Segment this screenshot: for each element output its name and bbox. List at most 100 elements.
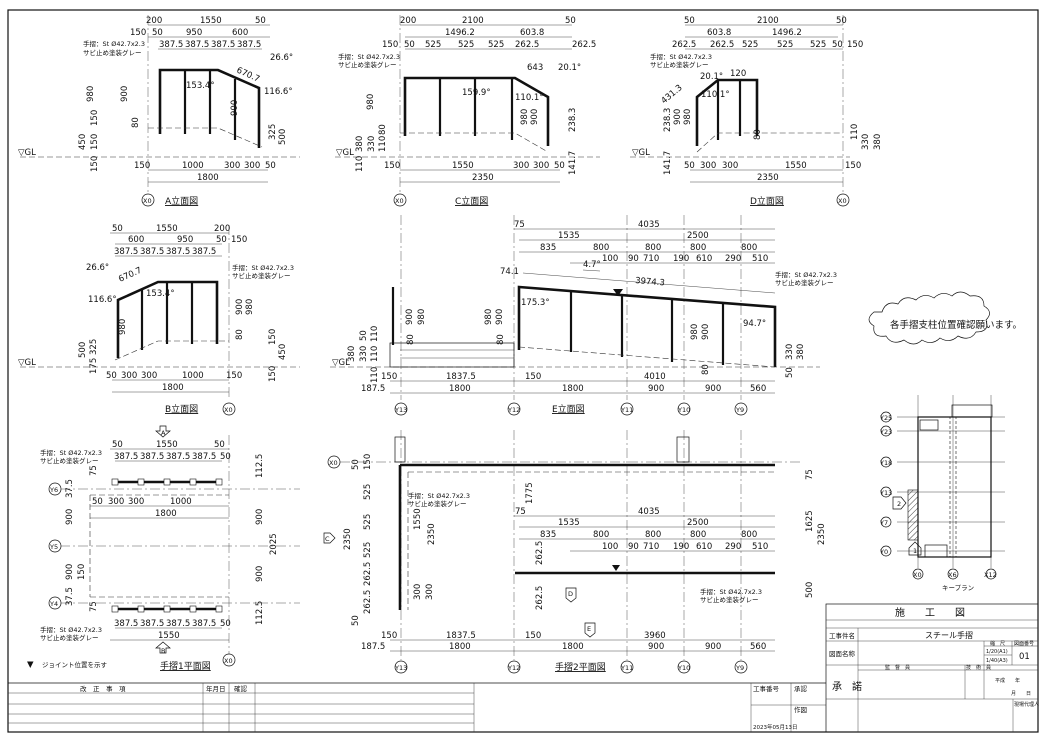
dim-text: 900 (65, 509, 75, 525)
dim-text: 300 (108, 497, 124, 507)
dim-text: 50 (214, 440, 225, 450)
plan1: A 50 1550 50 387.5 387.5 387.5 387.5 50 … (40, 425, 300, 672)
view-title: C立面図 (455, 195, 488, 207)
dim-text: 525 (742, 40, 758, 50)
grid-label: X6 (948, 571, 957, 579)
dim-text: 330 (359, 346, 369, 362)
dim-text: 525 (425, 40, 441, 50)
a-elevation: ▽GL 200 1550 50 150 50 950 600 387.5 387… (18, 15, 300, 207)
dim-text: 900 (255, 509, 265, 525)
dim-text: 980 (245, 299, 255, 315)
grid-bubble (393, 193, 407, 207)
dim-text: 387.5 (159, 40, 183, 50)
dim-text: 1550 (156, 440, 178, 450)
section-arrow-b (155, 641, 171, 654)
dim-text: 262.5 (710, 40, 734, 50)
dim-text: 980 (86, 86, 96, 102)
dim-text: 2350 (757, 173, 779, 183)
grid-label: Y6 (49, 486, 58, 494)
dim-text: 50 (832, 40, 843, 50)
dim-text: 300 (700, 161, 716, 171)
approval-label: 承 諾 (832, 680, 862, 693)
era-label: 平成 年 (995, 677, 1020, 684)
dim-text: 50 (836, 16, 847, 26)
grid-label: Y12 (507, 664, 520, 672)
angle-text: 153.4° (146, 289, 175, 299)
dim-text: 110 (378, 136, 388, 152)
dim-text: 262.5 (672, 40, 696, 50)
dim-text: 980 (366, 94, 376, 110)
scale-label: 縮 尺 (990, 640, 1005, 647)
dim-text: 387.5 (140, 619, 164, 629)
dim-text: 1625 (805, 510, 815, 532)
dim-text: 800 (690, 530, 706, 540)
dim-text: 110 (370, 326, 380, 342)
dim-text: 112.5 (255, 454, 265, 478)
grid-bubble (141, 193, 155, 207)
dim-text: 3960 (644, 631, 666, 641)
dim-text: 300 (128, 497, 144, 507)
dim-text: 1800 (155, 509, 177, 519)
dim-text: 50 (220, 452, 231, 462)
dim-text: 610 (696, 542, 712, 552)
dim-text: 150 (384, 161, 400, 171)
dim-text: 150 (226, 371, 242, 381)
dim-text: 50 (216, 235, 227, 245)
dim-text: 150 (90, 134, 100, 150)
dim-text: 710 (643, 542, 659, 552)
handrail (517, 285, 777, 367)
spec-material: 手摺：St Ø42.7x2.3 (408, 491, 470, 500)
dim-text: 900 (255, 566, 265, 582)
legend: ▼ ジョイント位置を示す (27, 660, 108, 670)
dim-text: 1496.2 (445, 28, 475, 38)
grid-label: Y13 (879, 489, 892, 497)
dim-text: 75 (805, 469, 815, 480)
table-header: 年月日 (206, 684, 226, 693)
dim-text: 325 (268, 124, 278, 140)
dim-text: 1800 (162, 383, 184, 393)
dim-text: 50 (265, 161, 276, 171)
dim-text: 980 (417, 309, 427, 325)
dim-text: 150 (77, 564, 87, 580)
grid-label: Y25 (879, 414, 892, 422)
dim-text: 300 (513, 161, 529, 171)
grid-label: Y11 (620, 664, 633, 672)
gl-label: ▽GL (336, 148, 354, 158)
dim-text: 431.3 (660, 83, 685, 106)
dim-text: 50 (684, 161, 695, 171)
dim-text: 900 (235, 299, 245, 315)
dim-text: 980 (690, 324, 700, 340)
dim-text: 800 (690, 243, 706, 253)
job-no-label: 工事番号 (753, 684, 780, 693)
spec-material: 手摺：St Ø42.7x2.3 (700, 587, 762, 596)
dim-text: 950 (177, 235, 193, 245)
dim-text: 525 (363, 542, 373, 558)
dim-text: 1550 (200, 16, 222, 26)
dim-text: 2350 (343, 528, 353, 550)
angle-text: 110.1° (515, 93, 544, 103)
dim-text: 150 (845, 161, 861, 171)
grid-label: X0 (329, 459, 338, 467)
dim-text: 1800 (449, 384, 471, 394)
dim-text: 50 (220, 619, 231, 629)
angle-text: 175.3° (521, 298, 550, 308)
title-block: 施 工 図 工事件名 スチール手摺 図面名称 縮 尺 1/20(A1) 1/40… (825, 603, 1039, 733)
dim-text: 450 (78, 134, 88, 150)
dim-text: 600 (128, 235, 144, 245)
dim-text: 37.5 (65, 479, 75, 498)
dim-text: 150 (268, 329, 278, 345)
dim-text: 1800 (562, 642, 584, 652)
dim-text: 2100 (757, 16, 779, 26)
dim-text: 1550 (156, 224, 178, 234)
dim-text: 330 (861, 134, 871, 150)
dim-text: 1775 (525, 482, 535, 504)
angle-text: 153.4° (186, 81, 215, 91)
section-label: C (325, 535, 330, 543)
dim-text: 980 (484, 309, 494, 325)
dim-text: 1800 (197, 173, 219, 183)
dim-text: 510 (752, 542, 768, 552)
grid-label: Y18 (879, 459, 892, 467)
view-title: D立面図 (750, 195, 784, 207)
dim-text: 150 (134, 161, 150, 171)
dim-text: 200 (400, 16, 416, 26)
